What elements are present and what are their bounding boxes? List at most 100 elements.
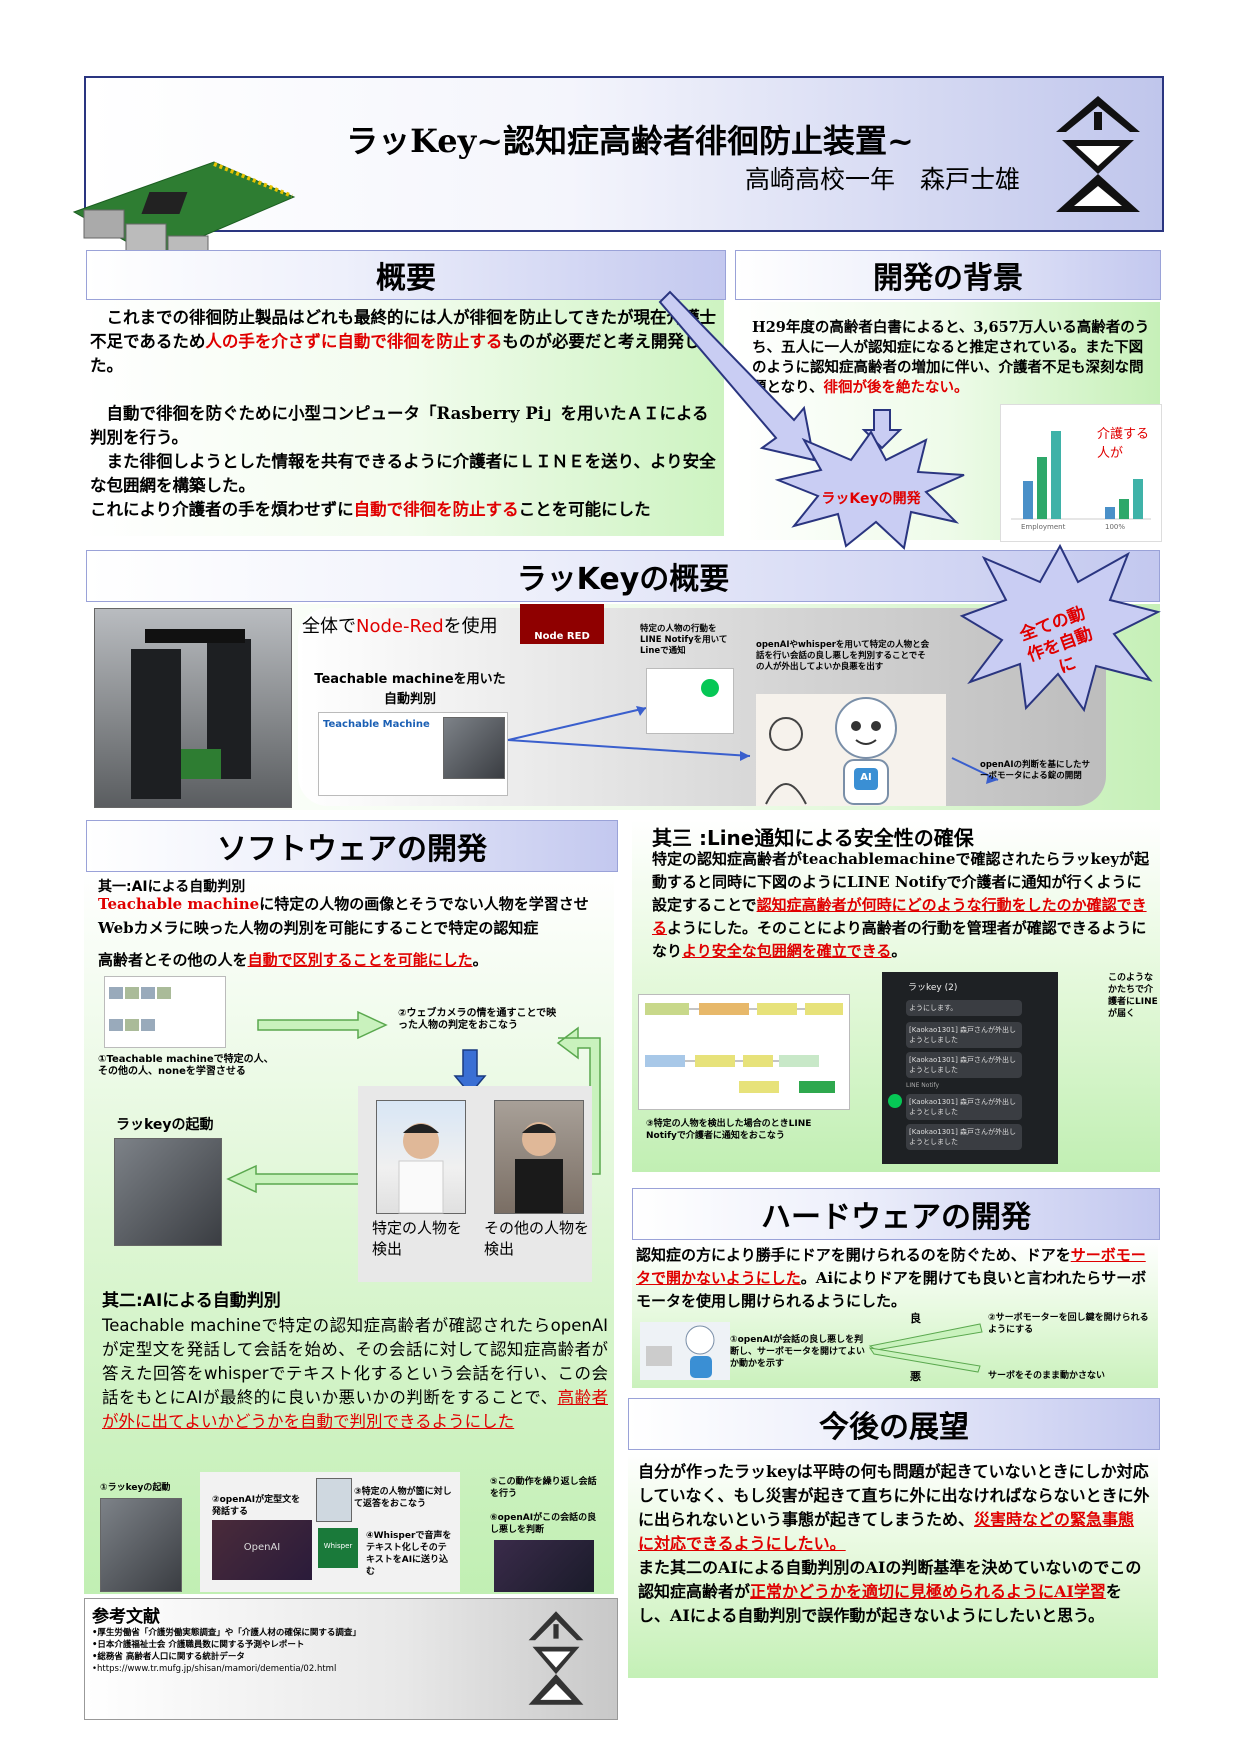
line-logo-icon (701, 679, 719, 697)
hw-step2: ②サーボモーターを回し鍵を開けられるようにする (988, 1313, 1149, 1335)
green-arrow-right-icon (257, 1010, 388, 1040)
line-notify-label: 特定の人物の行動をLINE Notifyを用いてLineで通知 (640, 624, 728, 656)
dev-burst-label: ラッKeyの開発 (821, 491, 921, 507)
chart-bar (1023, 481, 1033, 519)
s1-title: 其一:AIによる自動判別 (98, 879, 246, 895)
chart-bar (1037, 457, 1047, 519)
chat-title: ラッkey (2) (908, 983, 958, 993)
teachable-preview (443, 717, 505, 779)
chat-msg-1: ようにします。 (906, 1000, 1022, 1016)
s1-text: Teachable machineに特定の人物の画像とそうでない人物を学習させW… (98, 895, 589, 969)
sw-step1: ①Teachable machineで特定の人、その他の人、noneを学習させる (98, 1054, 274, 1077)
sw-step2: ②ウェブカメラの情を通すことで映った人物の判定をおこなう (398, 1008, 557, 1031)
flow-step3: ③特定の人物が箇に対して返答をおこなう (354, 1487, 452, 1509)
chart-legend: 介護する人が (1097, 427, 1150, 461)
branch-arrows-icon (868, 1323, 983, 1373)
teachable-training-screenshot (104, 976, 226, 1048)
future-header: 今後の展望 (628, 1398, 1160, 1450)
background-header: 開発の背景 (735, 250, 1161, 300)
chart-bar (1119, 499, 1129, 519)
teachable-screenshot: Teachable Machine (318, 712, 508, 796)
nodered-logo-text: Node RED (534, 631, 590, 642)
line-note: このようなかたちで介護者にLINEが届く (1108, 973, 1158, 1019)
chat-msg-5: [Kaokao1301] 森戸さんが外出しようとしました (906, 1094, 1022, 1120)
hardware-robot-icon (640, 1322, 730, 1380)
person-photo-1 (376, 1100, 466, 1214)
hw-good: 良 (910, 1312, 921, 1325)
chart-bar (1133, 479, 1143, 519)
line-text: 特定の認知症高齢者がteachablemachineで確認されたらラッkeyが起… (652, 850, 1150, 960)
flow-step5: ⑤この動作を繰り返し会話を行う (490, 1477, 597, 1499)
openai-screen-2 (494, 1540, 594, 1592)
hw-bad: 悪 (910, 1370, 921, 1383)
teachable-label: Teachable machineを用いた自動判別 (314, 672, 506, 707)
chat-msg-4: LINE Notify (906, 1082, 940, 1089)
flow-step4: ④Whisperで音声をテキスト化しそのテキストをAIに送り込む (366, 1531, 452, 1577)
green-arrow-left-icon (226, 1164, 365, 1194)
robot-illustration: AI (756, 694, 946, 806)
openai-label: openAIやwhisperを用いて特定の人物と会話を行い会話の良し悪しを判別す… (756, 640, 930, 672)
s2-title: 其二:AIによる自動判別 (102, 1291, 281, 1311)
poster-author: 高崎高校一年 森戸士雄 (744, 165, 1020, 194)
device-photo (94, 608, 292, 808)
future-text: 自分が作ったラッkeyは平時の何も問題が起きていないときにしか対応していなく、も… (638, 1462, 1150, 1625)
nodered-flow-screenshot (638, 994, 850, 1110)
background-text: H29年度の高齢者白書によると、3,657万人いる高齢者のうち、五人に一人が認知… (752, 319, 1150, 396)
chat-msg-6: [Kaokao1301] 森戸さんが外出しようとしました (906, 1124, 1022, 1150)
teachable-brand: Teachable Machine (323, 719, 430, 730)
chart-bar (1105, 507, 1115, 519)
overview-text: これまでの徘徊防止製品はどれも最終的には人が徘徊を防止してきたが現在介護士不足で… (90, 308, 717, 519)
reference-3: •総務省 高齢者人口に関する統計データ (92, 1652, 245, 1662)
school-logo-small-icon (526, 1608, 586, 1708)
servo-label: openAIの判断を基にしたサーボモータによる錠の開閉 (980, 760, 1090, 781)
references-panel (84, 1598, 618, 1720)
chart-bar (1051, 431, 1061, 519)
poster-title: ラッKey~認知症高齢者徘徊防止装置~ (346, 122, 914, 160)
reference-1: •厚生労働省「介護労働実態調査」や「介護人材の確保に関する調査」 (92, 1628, 361, 1638)
flow-step1: ①ラッkeyの起動 (100, 1483, 171, 1493)
detect2-label: その他の人物を検出 (484, 1219, 590, 1258)
school-logo-icon (1052, 92, 1144, 216)
ai-chip-label: AI (860, 772, 872, 783)
nodered-text: 全体でNode-Redを使用 (302, 616, 498, 637)
openai-brand: OpenAI (243, 1542, 281, 1553)
hardware-text: 認知症の方により勝手にドアを開けられるのを防ぐため、ドアをサーボモータで開かない… (636, 1246, 1147, 1310)
arrow-diagonal-icon (658, 290, 816, 462)
overview-panel (84, 300, 724, 536)
dev-burst-icon (774, 430, 965, 550)
openai-screen: OpenAI (212, 1520, 312, 1580)
chat-msg-2: [Kaokao1301] 森戸さんが外出しようとしました (906, 1022, 1022, 1048)
blue-arrow-down-icon (453, 1049, 487, 1096)
software-header: ソフトウェアの開発 (86, 820, 618, 872)
flow-photo-1 (100, 1498, 182, 1592)
reference-4: •https://www.tr.mufg.jp/shisan/mamori/de… (92, 1664, 337, 1674)
hw-step1: ①openAIが会話の良し悪しを判断し、サーボモータを開けてよいか動かを示す (730, 1335, 866, 1369)
line-notify-screenshot (646, 668, 734, 734)
chart-cat1-label: Employment (1021, 523, 1066, 531)
line-heading: 其三 :Line通知による安全性の確保 (652, 826, 974, 850)
whisper-logo: Whisper (318, 1528, 358, 1568)
hw-step3: サーボをそのまま動かさない (988, 1371, 1106, 1381)
chart-svg (1011, 431, 1151, 520)
whisper-brand: Whisper (323, 1542, 353, 1550)
future-panel (628, 1452, 1158, 1678)
flow-arrows (507, 706, 999, 784)
overview-header: 概要 (86, 250, 726, 300)
chart-cat2-label: 100% (1105, 523, 1126, 531)
line-caption: ③特定の人物を検出した場合のときLINE Notifyで介護者に通知をおこなう (646, 1119, 812, 1141)
line-chat-screenshot: ラッkey (2) ようにします。 [Kaokao1301] 森戸さんが外出しよ… (882, 972, 1058, 1164)
flow-step6: ⑥openAIがこの会話の良し悪しを判断 (490, 1513, 597, 1535)
raskey-header: ラッKeyの概要 (86, 550, 1160, 602)
chat-line-icon (888, 1094, 902, 1108)
chat-msg-3: [Kaokao1301] 森戸さんが外出しようとしました (906, 1052, 1022, 1078)
reference-2: •日本介護福祉士会 介護職員数に関する予測やレポート (92, 1640, 305, 1650)
s2-text: Teachable machineで特定の認知症高齢者が確認されたらopenAI… (102, 1316, 609, 1431)
flow-person-photo (316, 1478, 352, 1522)
auto-burst-icon (959, 543, 1161, 713)
detect1-label: 特定の人物を検出 (372, 1219, 463, 1258)
boot-photo (114, 1138, 222, 1246)
bar-chart: 介護する人が Employment 100% (1000, 404, 1162, 542)
references-heading: 参考文献 (92, 1607, 160, 1627)
boot-label: ラッkeyの起動 (116, 1117, 214, 1133)
hardware-header: ハードウェアの開発 (632, 1188, 1160, 1240)
